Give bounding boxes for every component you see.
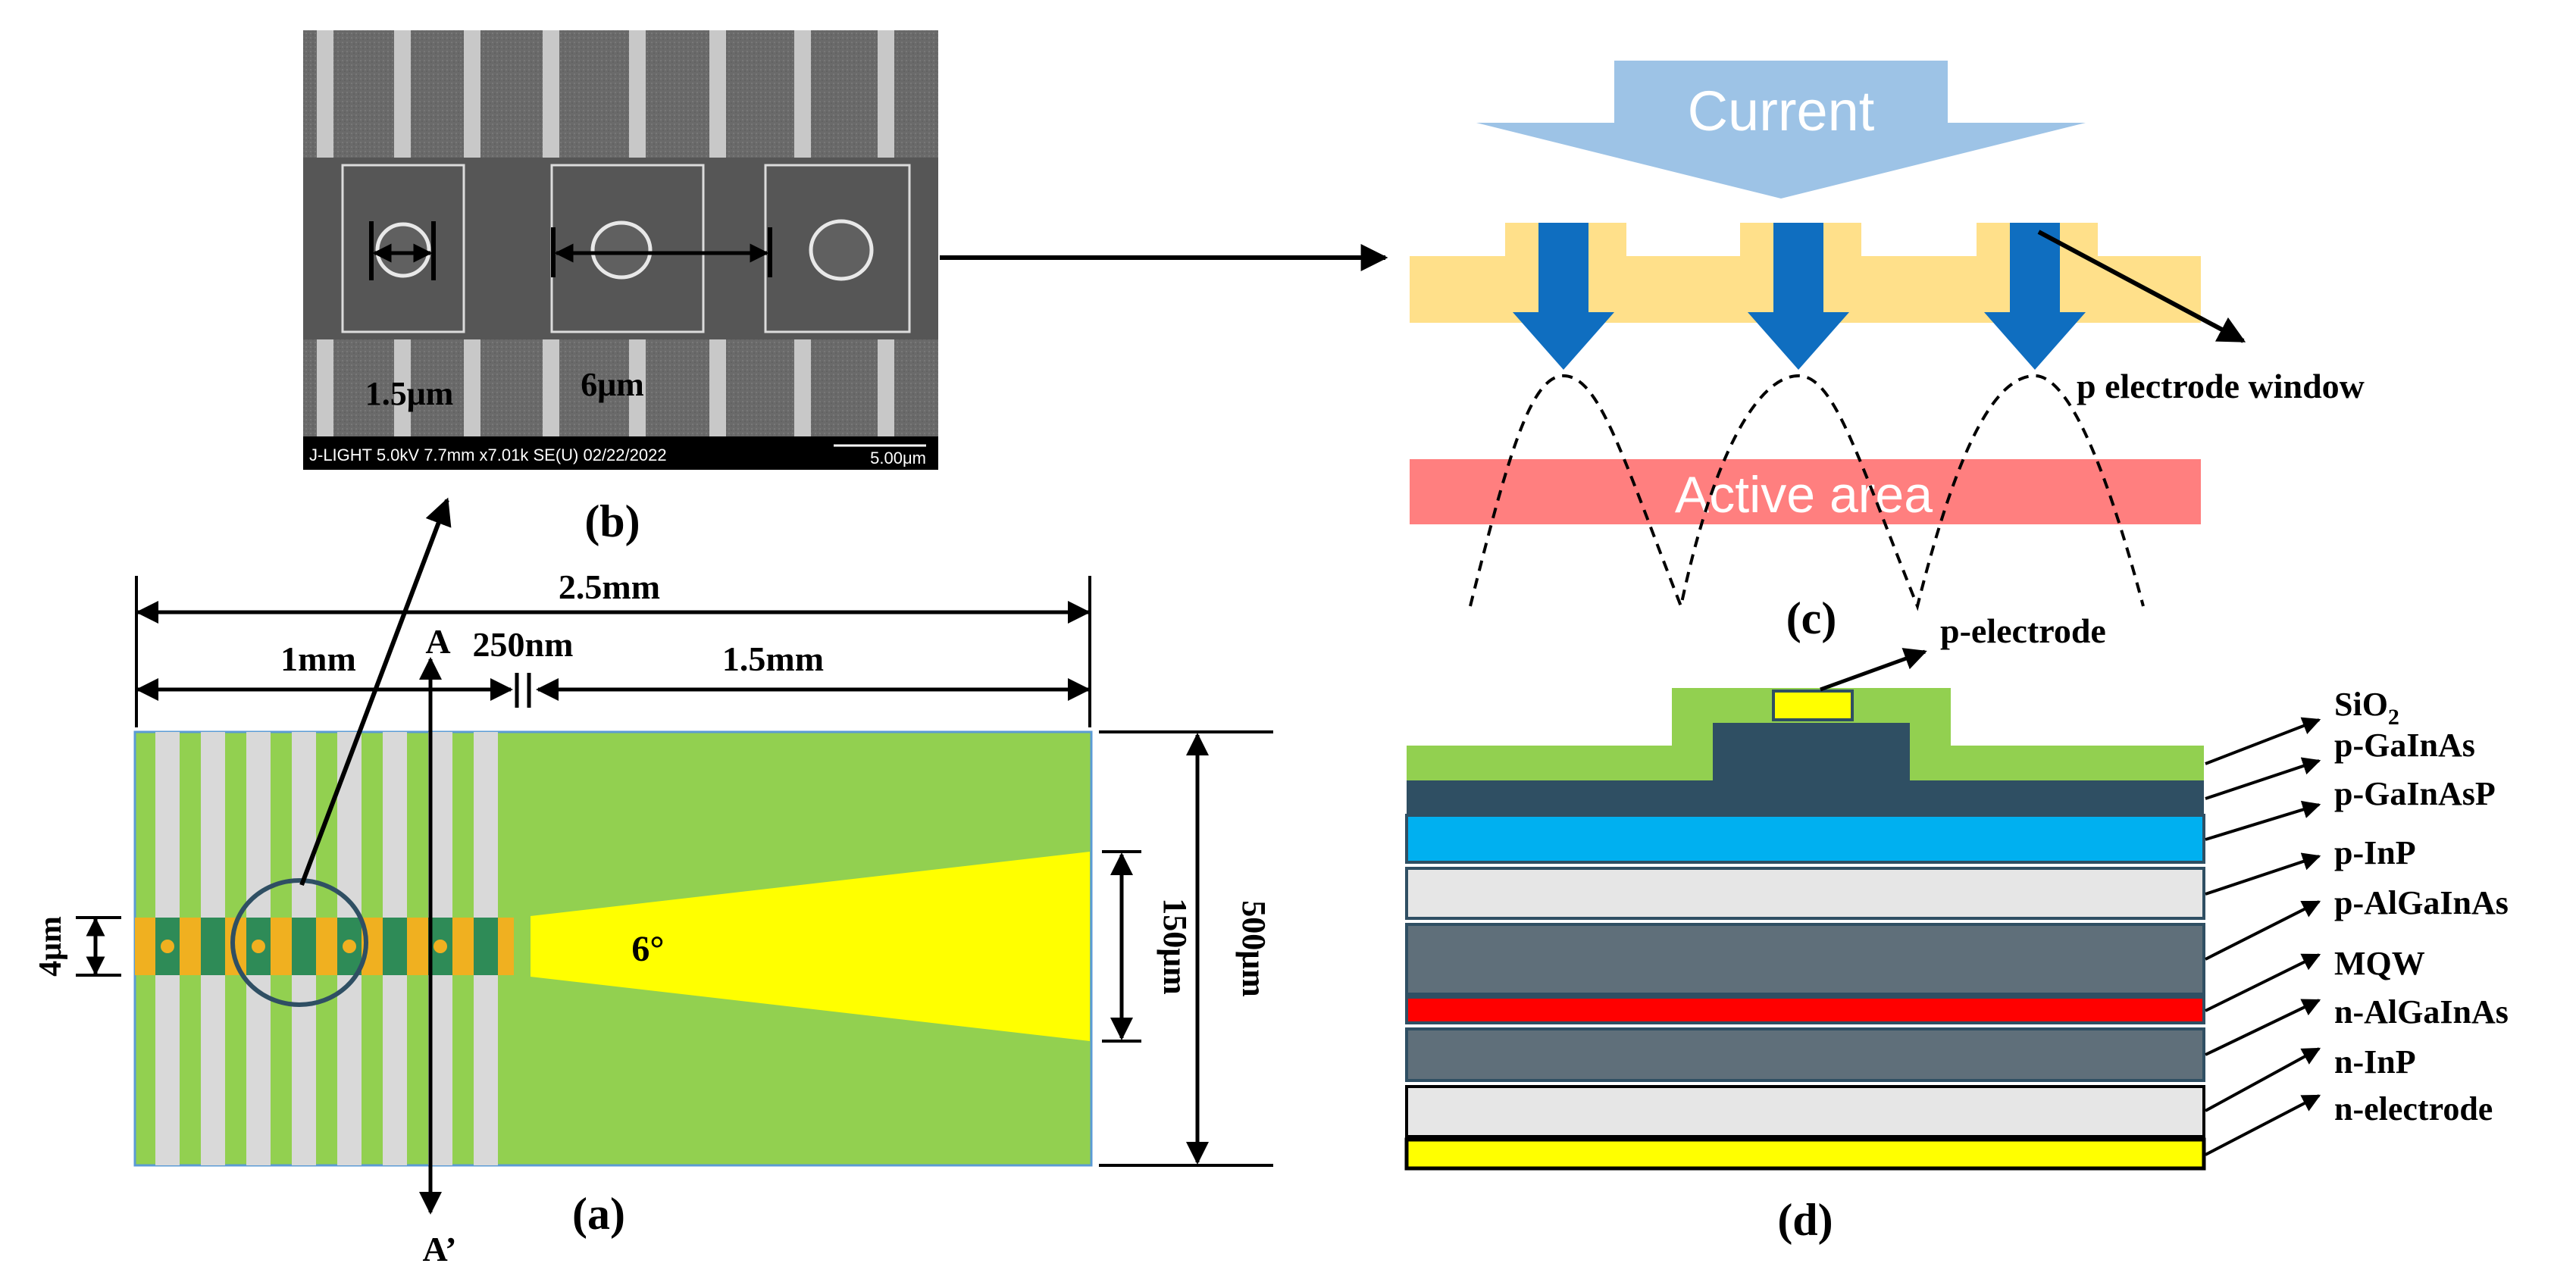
- layer-label-n-inp: n-InP: [2334, 1043, 2416, 1080]
- current-label: Current: [1688, 80, 1875, 142]
- tapered-amplifier: [531, 852, 1090, 1041]
- active-area-label: Active area: [1675, 466, 1933, 524]
- active-area: [1410, 459, 2201, 524]
- p-electrode-pointer: [1820, 648, 1927, 692]
- layer-n-electrode: [1404, 1137, 2206, 1171]
- zoom-circle: [230, 878, 368, 1007]
- layer-label-n-algainas: n-AlGaInAs: [2334, 993, 2509, 1030]
- p-electrode-label: p-electrode: [1940, 611, 2106, 650]
- hole-dim-label: 1.5μm: [365, 375, 454, 412]
- dim-section1-label: 1mm: [280, 640, 356, 678]
- section-end-label: A’: [422, 1230, 456, 1268]
- p-electrode-block: [1772, 690, 1854, 721]
- layer-label-p-gainas: p-GaInAs: [2334, 727, 2475, 764]
- layer-red: [1405, 996, 2205, 1024]
- sem-ridges: [317, 30, 894, 436]
- layer-p-gainas: [1407, 780, 2204, 815]
- layer-label-n-electrode: n-electrode: [2334, 1090, 2493, 1127]
- dim-width-label: 500μm: [1235, 900, 1272, 997]
- layer-label-p-inp: p-InP: [2334, 834, 2416, 871]
- period-dim-label: 6μm: [581, 366, 644, 403]
- layer-mqw: [1405, 923, 2205, 996]
- dim-taper-label: 150μm: [1157, 898, 1194, 995]
- layer-p-algainas: [1405, 867, 2205, 920]
- layer-label-p-gainasp: p-GaInAsP: [2334, 775, 2496, 812]
- dim-section2-label: 1.5mm: [722, 640, 824, 678]
- panel-b: 1.5μm 6μm J-LIGHT 5.0kV 7.7mm x7.01k SE(…: [303, 30, 1388, 546]
- layer-pointers: [2205, 717, 2321, 1156]
- mode-profile: [1469, 374, 2145, 611]
- dim-total-label: 2.5mm: [559, 568, 660, 606]
- layer-p-inp: [1405, 814, 2205, 864]
- dim-gap-label: 250nm: [473, 625, 574, 664]
- layer-label-sio2: SiO2: [2334, 686, 2399, 730]
- window-arrows: [1513, 223, 2086, 370]
- panel-d-label: (d): [1777, 1195, 1833, 1245]
- layer-label-mqw: MQW: [2334, 945, 2425, 982]
- layer-label-p-algainas: p-AlGaInAs: [2334, 884, 2509, 921]
- panel-a: 2.5mm 1mm 250nm 1.5mm A A’ 6° 4μm 150μm …: [33, 497, 1273, 1268]
- sio2-layer: [1407, 688, 2204, 780]
- layer-n-inp: [1405, 1085, 2205, 1138]
- sem-scale-bar: 5.00μm: [870, 449, 926, 468]
- angle-label: 6°: [631, 929, 664, 969]
- panel-a-label: (a): [572, 1189, 625, 1239]
- ridge-waveguide: [135, 918, 514, 975]
- panel-c: Current p electrode window Active area (…: [1410, 61, 2365, 643]
- window-pointer: [2037, 230, 2246, 343]
- window-label: p electrode window: [2077, 367, 2365, 405]
- panel-d: p-electrode SiO2 p-GaInAs p-GaInAsP p-In…: [1404, 611, 2509, 1245]
- layer-n-algainas: [1405, 1027, 2205, 1082]
- current-arrow: [1476, 61, 2086, 199]
- panel-b-label: (b): [584, 496, 640, 546]
- ridge-p-gainas: [1713, 723, 1910, 780]
- ridge-base: [135, 918, 514, 975]
- sem-info-bar: J-LIGHT 5.0kV 7.7mm x7.01k SE(U) 02/22/2…: [309, 446, 667, 464]
- section-start-label: A: [425, 622, 450, 661]
- panel-c-label: (c): [1786, 593, 1837, 643]
- dim-ridge-label: 4μm: [33, 916, 68, 977]
